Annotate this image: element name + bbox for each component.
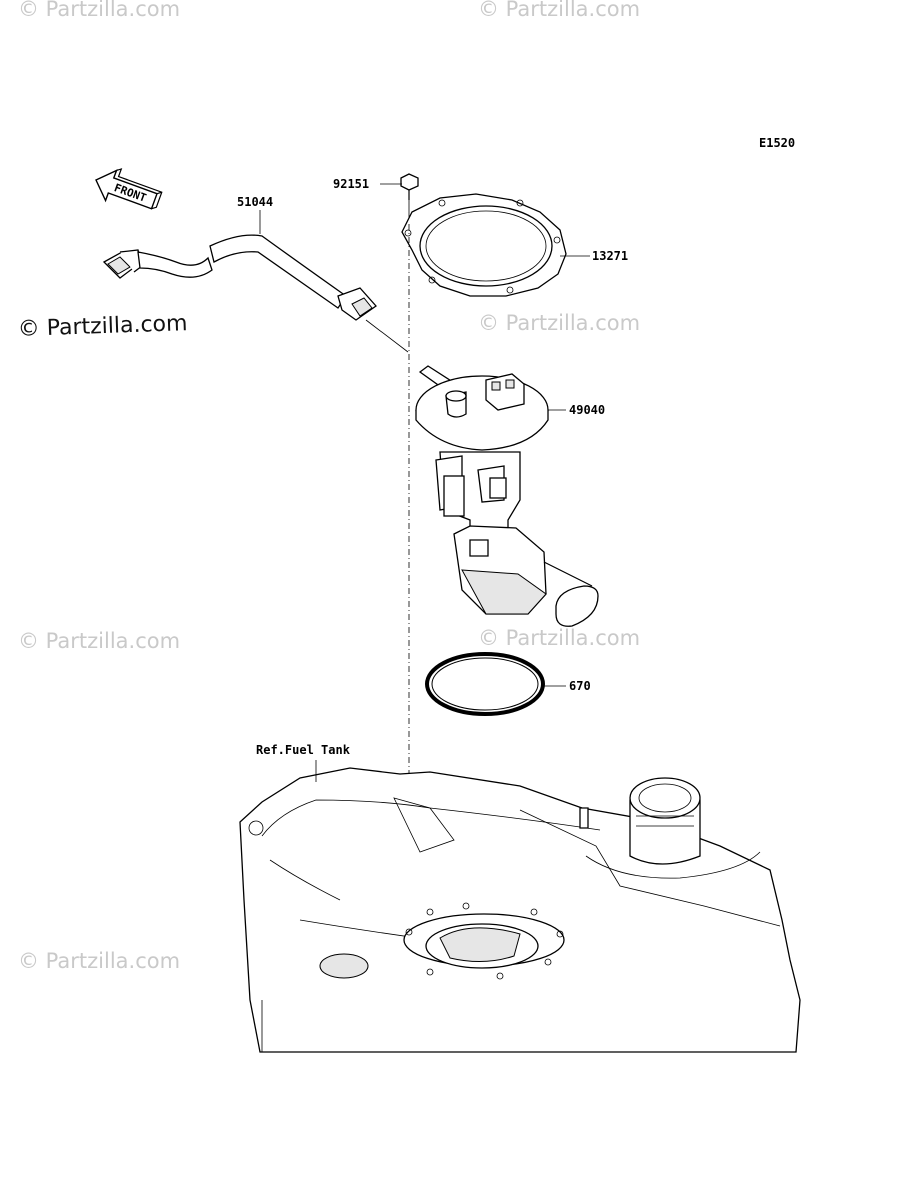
leader-lines	[259, 183, 590, 782]
gasket-13271	[401, 193, 567, 297]
fuel-tank-reference	[239, 767, 801, 1053]
watermark-text: © Partzilla.com	[478, 626, 640, 650]
front-arrow-icon: FRONT	[95, 168, 163, 210]
callout-13271: 13271	[592, 249, 628, 263]
callout-51044: 51044	[237, 195, 273, 209]
callout-labels: 92151 51044 13271 49040 670 Ref.Fuel Tan…	[237, 177, 628, 757]
watermark-text: © Partzilla.com	[18, 0, 180, 21]
o-ring-670	[425, 652, 545, 716]
watermark-text: © Partzilla.com	[478, 0, 640, 21]
watermark-text: © Partzilla.com	[18, 949, 180, 973]
bolt-92151	[400, 173, 419, 222]
fuel-hose-51044	[102, 234, 409, 353]
watermark-text: © Partzilla.com	[478, 311, 640, 335]
callout-670: 670	[569, 679, 591, 693]
watermark-text: © Partzilla.com	[18, 629, 180, 653]
watermark-text-main: © Partzilla.com	[17, 311, 188, 342]
callout-92151: 92151	[333, 177, 369, 191]
callout-49040: 49040	[569, 403, 605, 417]
diagram-code: E1520	[759, 136, 795, 150]
fuel-pump-49040	[415, 365, 599, 627]
reference-label: Ref.Fuel Tank	[256, 743, 351, 757]
